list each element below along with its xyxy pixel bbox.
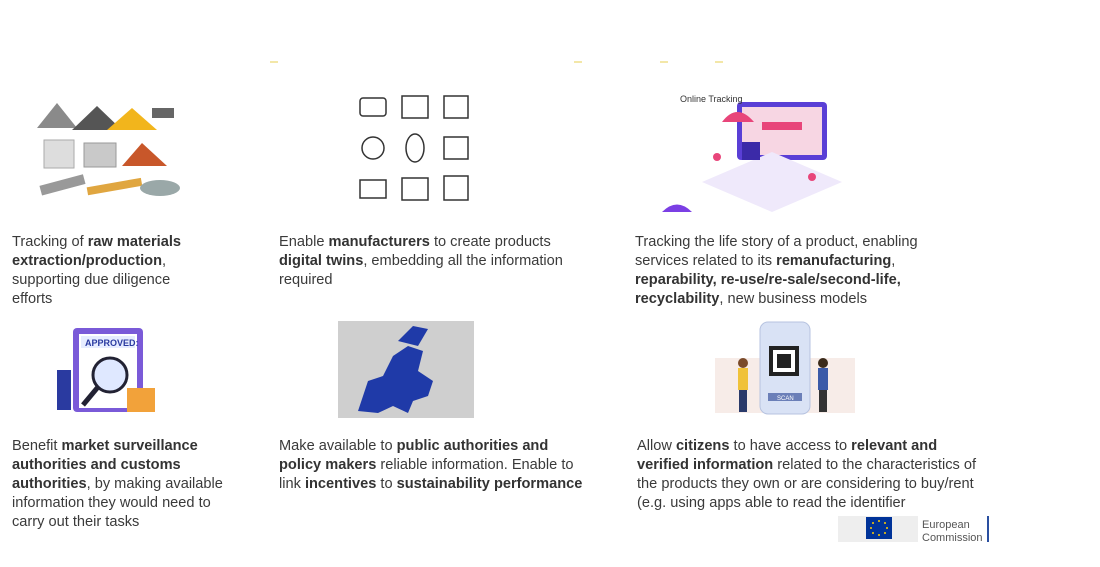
text-segment: , embedding all the information required xyxy=(279,253,563,288)
market-surveillance-text: Benefit market surveillance authorities … xyxy=(12,437,227,532)
bold-text-segment: raw materials extraction/production xyxy=(12,234,181,269)
text-segment: Enable xyxy=(279,234,329,250)
bold-text-segment: market surveillance authorities and cust… xyxy=(12,438,198,492)
text-segment: Allow xyxy=(637,438,676,454)
text-segment: Tracking the life story of a product, en… xyxy=(635,234,918,269)
citizens-text: Allow citizens to have access to relevan… xyxy=(637,437,977,513)
bold-text-segment: sustainability performance xyxy=(396,476,583,492)
bold-text-segment: remanufacturing xyxy=(776,253,892,269)
decoration xyxy=(574,61,582,63)
text-segment: Make available to xyxy=(279,438,397,454)
bold-text-segment: incentives xyxy=(304,476,377,492)
approved-label: APPROVED: xyxy=(85,338,139,348)
manufacturers-text: Enable manufacturers to create products … xyxy=(279,233,579,290)
european-commission-logo xyxy=(838,516,918,542)
logo-divider xyxy=(987,516,989,542)
life-story-text: Tracking the life story of a product, en… xyxy=(635,233,955,309)
decoration xyxy=(270,61,278,63)
text-segment: , new business models xyxy=(719,291,868,307)
bold-text-segment: digital twins xyxy=(279,253,364,269)
text-segment: to xyxy=(376,476,397,492)
text-segment: related to the characteristics of the pr… xyxy=(637,457,977,511)
text-segment: Tracking of xyxy=(12,234,88,250)
decoration xyxy=(660,61,668,63)
bold-text-segment: citizens xyxy=(675,438,730,454)
scan-label: SCAN xyxy=(777,396,794,402)
text-segment: Benefit xyxy=(12,438,62,454)
approved-checklist-image: APPROVED: xyxy=(57,328,155,412)
decoration xyxy=(715,61,723,63)
text-segment: , by making available information they w… xyxy=(12,476,223,530)
text-segment: to have access to xyxy=(729,438,852,454)
online-tracking-label: Online Tracking xyxy=(680,94,743,104)
text-segment: , supporting due diligence efforts xyxy=(12,253,171,307)
bold-text-segment: manufacturers xyxy=(328,234,430,250)
bold-text-segment: reparability, re-use/re-sale/second-life… xyxy=(635,272,901,307)
bold-text-segment: relevant and verified information xyxy=(637,438,938,473)
logo-line-2: Commission xyxy=(922,532,983,544)
text-segment: reliable information. Enable to link xyxy=(279,457,574,492)
text-segment: , xyxy=(891,253,896,269)
raw-materials-image xyxy=(37,103,180,196)
citizens-scan-image: SCAN xyxy=(715,321,855,415)
public-authorities-text: Make available to public authorities and… xyxy=(279,437,584,494)
raw-materials-text: Tracking of raw materials extraction/pro… xyxy=(12,233,212,309)
online-tracking-image: Online Tracking xyxy=(662,94,842,212)
european-commission-wordmark: European Commission xyxy=(922,519,983,545)
europe-map-image xyxy=(338,321,474,418)
bold-text-segment: public authorities and policy makers xyxy=(279,438,549,473)
logo-line-1: European xyxy=(922,519,970,531)
text-segment: to create products xyxy=(429,234,551,250)
industry-icons-grid xyxy=(359,95,469,201)
